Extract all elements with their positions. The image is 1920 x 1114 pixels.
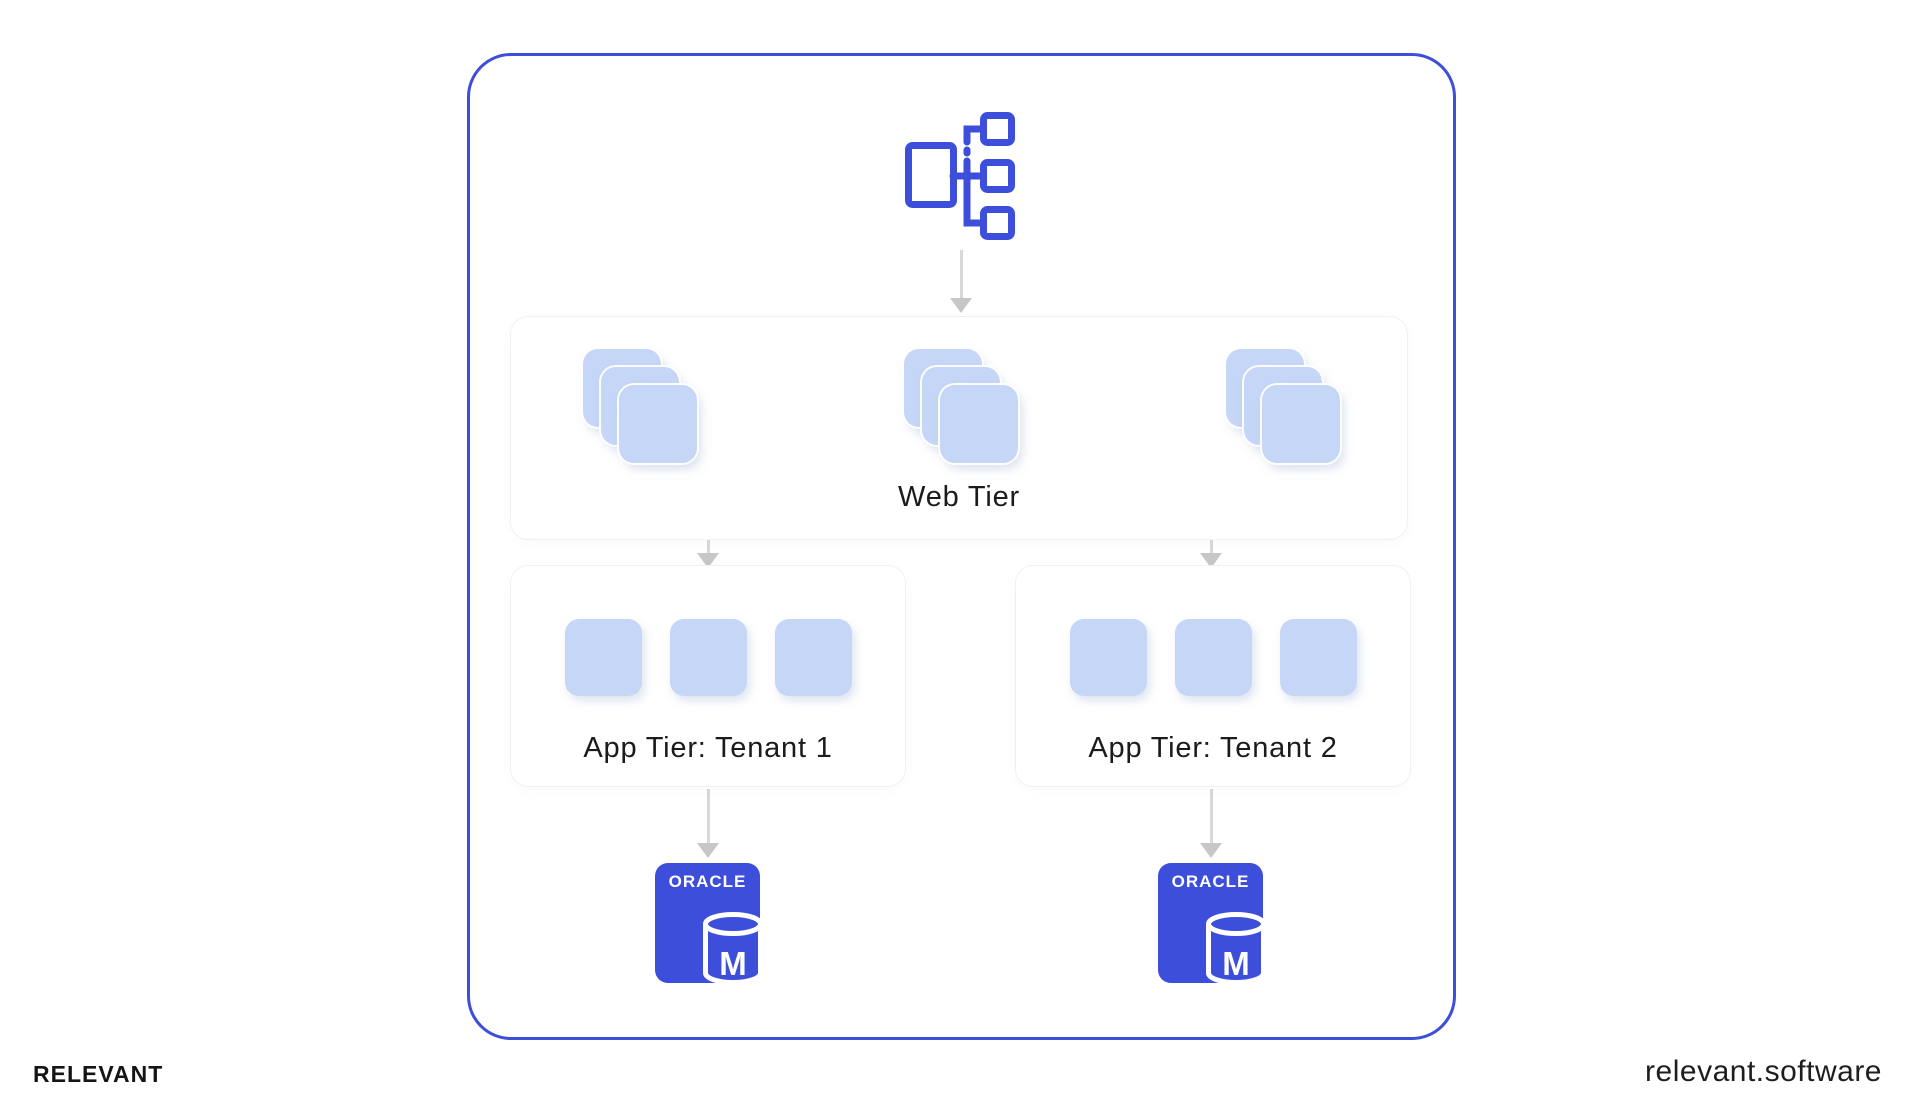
db-letter: M xyxy=(1222,945,1250,982)
server-icon xyxy=(564,619,642,696)
architecture-panel xyxy=(467,53,1456,1040)
arrow-stem xyxy=(959,250,963,298)
oracle-wordmark: ORACLE xyxy=(668,872,747,891)
app-tier-tenant1-label: App Tier: Tenant 1 xyxy=(583,732,833,764)
server-layer xyxy=(940,385,1018,463)
app-tier-tenant1-box: App Tier: Tenant 1 xyxy=(510,565,906,787)
arrow-head-icon xyxy=(697,553,719,568)
app-tier-tenant2-label: App Tier: Tenant 2 xyxy=(1088,732,1338,764)
arrow-webtier-to-tenant1 xyxy=(697,540,719,568)
arrow-head-icon xyxy=(697,843,719,858)
arrow-tenant2-to-db xyxy=(1200,789,1222,858)
arrow-stem xyxy=(706,540,710,553)
server-stack-icon xyxy=(904,349,1018,463)
app-tier-tenant2-box: App Tier: Tenant 2 xyxy=(1015,565,1411,787)
server-icon xyxy=(1069,619,1147,696)
sitemap-icon xyxy=(905,112,1015,240)
server-icon xyxy=(1174,619,1252,696)
db-letter: M xyxy=(719,945,747,982)
database-cylinder-icon: M xyxy=(703,912,763,985)
arrow-root-to-webtier xyxy=(950,250,972,313)
website-text: relevant.software xyxy=(1645,1055,1882,1088)
server-icon xyxy=(1279,619,1357,696)
oracle-database-tenant1: ORACLE M xyxy=(655,863,763,985)
arrow-stem xyxy=(706,789,710,843)
arrow-webtier-to-tenant2 xyxy=(1200,540,1222,568)
arrow-stem xyxy=(1209,540,1213,553)
relevant-logo: RELEVANT xyxy=(33,1061,164,1087)
server-layer xyxy=(1262,385,1340,463)
oracle-wordmark: ORACLE xyxy=(1171,872,1250,891)
web-tier-box: Web Tier xyxy=(510,316,1408,540)
database-cylinder-icon: M xyxy=(1206,912,1266,985)
server-icon xyxy=(669,619,747,696)
server-row xyxy=(1016,619,1410,696)
arrow-tenant1-to-db xyxy=(697,789,719,858)
web-tier-label: Web Tier xyxy=(898,481,1020,513)
arrow-head-icon xyxy=(950,298,972,313)
oracle-database-tenant2: ORACLE M xyxy=(1158,863,1266,985)
server-stack-icon xyxy=(1226,349,1340,463)
arrow-head-icon xyxy=(1200,553,1222,568)
server-stack-icon xyxy=(583,349,697,463)
server-icon xyxy=(774,619,852,696)
arrow-head-icon xyxy=(1200,843,1222,858)
server-layer xyxy=(619,385,697,463)
server-row xyxy=(511,619,905,696)
arrow-stem xyxy=(1209,789,1213,843)
